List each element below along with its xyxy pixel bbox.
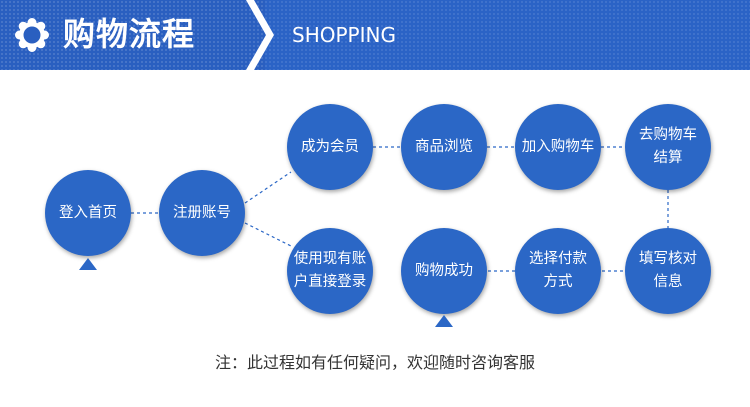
connector-register-login: [244, 222, 292, 247]
node-home: 登入首页: [45, 170, 131, 256]
node-payment-line-2: 方式: [543, 274, 573, 290]
node-register-line-1: 注册账号: [173, 204, 231, 221]
node-success: 购物成功: [401, 228, 487, 314]
chevron-right-icon: [246, 0, 274, 70]
node-checkout-line-2: 结算: [653, 150, 683, 166]
node-home-line-1: 登入首页: [59, 204, 117, 221]
node-browse-line-1: 商品浏览: [415, 138, 473, 155]
node-fill-info-line-2: 信息: [653, 274, 683, 290]
footer-note: 注：此过程如有任何疑问，欢迎随时咨询客服: [214, 353, 535, 372]
node-cart-line-1: 加入购物车: [521, 138, 595, 155]
node-fill-info: 填写核对 信息: [625, 228, 711, 314]
node-fill-info-line-1: 填写核对: [639, 251, 697, 267]
node-success-line-1: 购物成功: [415, 262, 473, 279]
node-member-line-1: 成为会员: [301, 138, 359, 155]
node-checkout-line-1: 去购物车: [639, 127, 697, 143]
triangle-up-icon: [435, 315, 453, 327]
header-banner: 购物流程 SHOPPING: [0, 0, 750, 70]
node-payment-line-1: 选择付款: [529, 251, 587, 267]
connector-register-member: [244, 171, 292, 204]
page-subtitle: SHOPPING: [292, 23, 396, 47]
node-register: 注册账号: [159, 170, 245, 256]
node-checkout: 去购物车 结算: [625, 104, 711, 190]
node-member: 成为会员: [287, 104, 373, 190]
node-login-existing-line-1: 使用现有账: [293, 251, 367, 267]
scalloped-ring-icon: [15, 18, 49, 52]
node-cart: 加入购物车: [515, 104, 601, 190]
node-login-existing-line-2: 户直接登录: [293, 274, 367, 290]
node-browse: 商品浏览: [401, 104, 487, 190]
node-login-existing: 使用现有账 户直接登录: [287, 228, 373, 314]
node-payment: 选择付款 方式: [515, 228, 601, 314]
triangle-up-icon: [79, 258, 97, 270]
page-title: 购物流程: [63, 15, 196, 53]
